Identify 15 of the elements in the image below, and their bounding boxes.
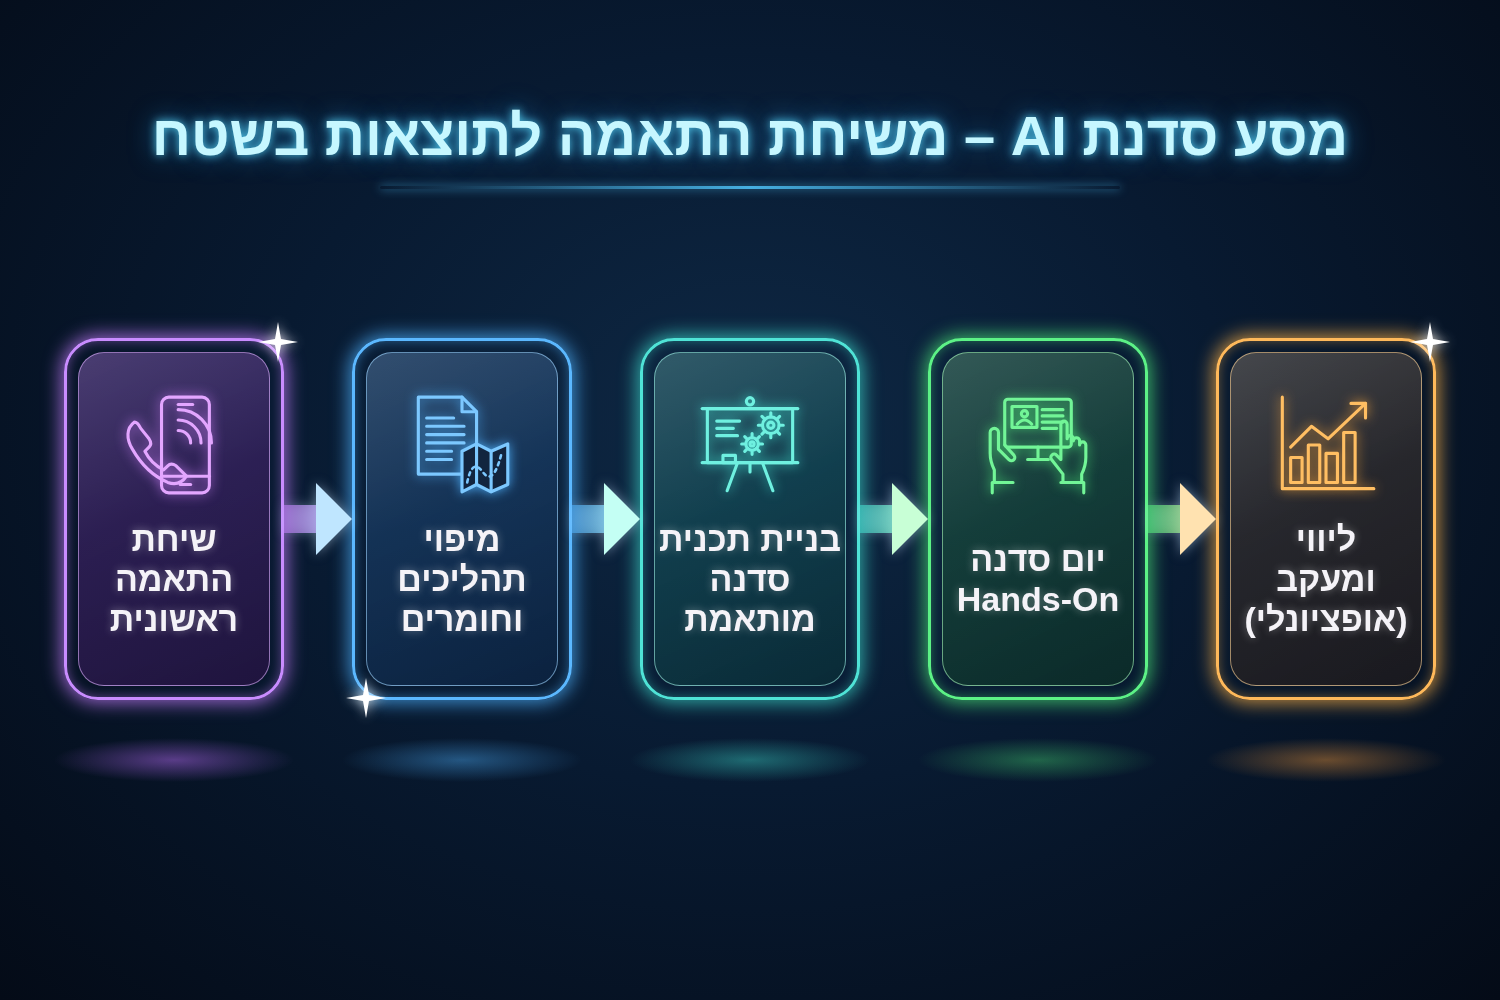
flow-arrow	[572, 483, 640, 555]
step-card	[64, 338, 284, 700]
step-label: יום סדנה Hands-On	[955, 539, 1121, 619]
step-label: מיפוי תהליכים וחומרים	[396, 519, 528, 639]
step-card	[1216, 338, 1436, 700]
flow-arrow	[284, 483, 352, 555]
title: מסע סדנת AI – משיחת התאמה לתוצאות בשטח	[151, 103, 1349, 169]
flow-arrow	[860, 483, 928, 555]
step-card	[928, 338, 1148, 700]
step-card	[640, 338, 860, 700]
flow-arrow	[1148, 483, 1216, 555]
step-card	[352, 338, 572, 700]
step-label: שיחת התאמה ראשונית	[108, 519, 240, 639]
step-label: בניית תכנית סדנה מותאמת	[658, 519, 842, 639]
step-label: ליווי ומעקב (אופציונלי)	[1243, 519, 1409, 639]
